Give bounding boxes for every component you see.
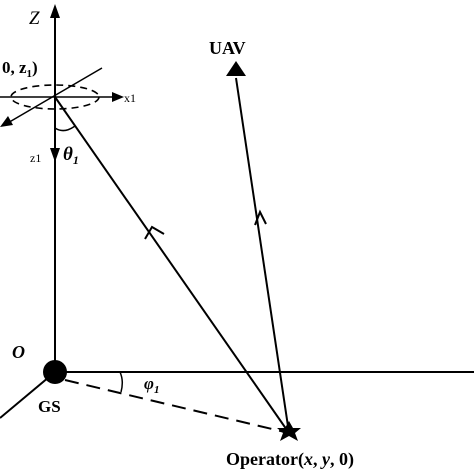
local-diagonal-arrowhead [0,116,13,127]
local-diagonal-axis [5,67,103,125]
phi-arc [119,371,124,393]
phi-label: φ1 [144,374,159,396]
operator-label: Operator(x, y, 0) [226,449,354,470]
uav-line-direction-arrow [254,209,267,226]
x1-axis-arrowhead [112,92,124,102]
gs-to-operator-dashed-line [64,379,290,434]
z1-axis-arrowhead [50,148,60,162]
uav-marker [226,61,246,76]
operator-marker [277,421,301,441]
svg-text:0, z1): 0, z1) [2,58,38,80]
frame-line-direction-arrow [144,225,165,240]
theta-arc [54,125,76,132]
svg-text:φ1: φ1 [144,374,159,396]
top-coordinate-label: 0, z1) [2,58,38,80]
uav-to-operator-line [235,77,290,434]
ground-station-label: GS [38,397,61,416]
svg-text:θ1: θ1 [63,144,79,167]
z1-axis-label: z1 [30,151,41,165]
frame-to-operator-line [54,96,290,434]
rotation-ellipse [10,84,100,110]
uav-label: UAV [209,38,246,58]
z-axis-arrowhead [50,4,60,18]
theta-label: θ1 [63,144,79,167]
x1-axis-label: x1 [124,91,136,105]
origin-label: O [12,342,25,362]
svg-text:Operator(x, y, 0): Operator(x, y, 0) [226,449,354,470]
ground-station-marker [43,360,67,384]
z-axis-label: Z [29,8,40,29]
